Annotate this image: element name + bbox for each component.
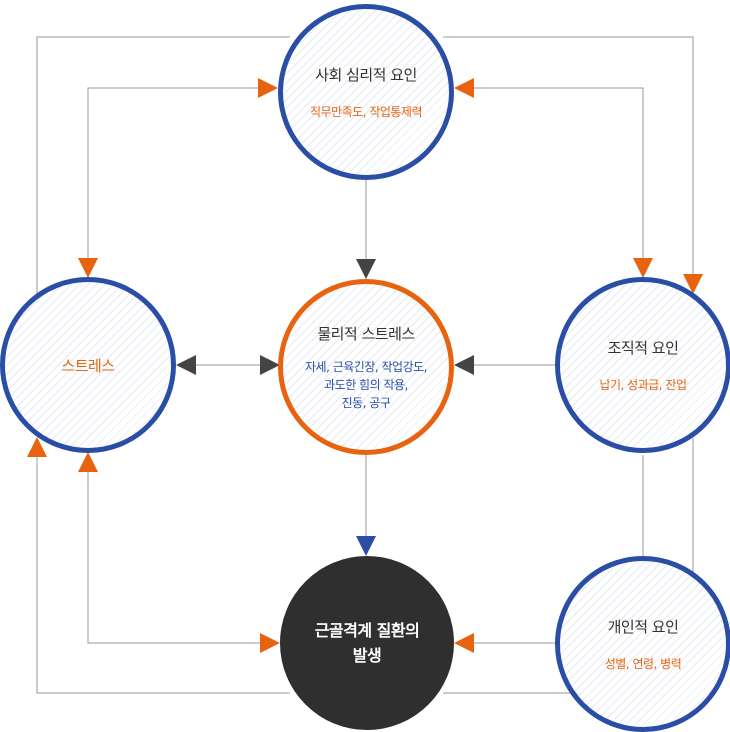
connector-outer-bottom bbox=[36, 457, 290, 694]
node-title: 개인적 요인 bbox=[607, 618, 679, 636]
node-title-line: 근골격계 질환의 bbox=[314, 621, 420, 640]
node-factors-line: 진동, 공구 bbox=[341, 395, 391, 410]
node-physical-stress: 물리적 스트레스 자세, 근육긴장, 작업강도, 과도한 힘의 작용, 진동, … bbox=[278, 279, 454, 455]
connector-stress-outcome bbox=[87, 470, 262, 644]
node-organizational: 조직적 요인 납기, 성과급, 잔업 bbox=[555, 277, 730, 453]
node-factors-line: 자세, 근육긴장, 작업강도, bbox=[305, 359, 427, 374]
arrow-orange bbox=[78, 258, 98, 278]
connector-outer-top-left bbox=[36, 36, 290, 295]
arrow-gray bbox=[260, 355, 280, 375]
node-title: 물리적 스트레스 bbox=[317, 324, 415, 343]
arrow-orange bbox=[683, 274, 703, 294]
arrow-orange bbox=[258, 78, 278, 98]
arrow-orange bbox=[454, 78, 474, 98]
arrow-gray bbox=[356, 259, 376, 279]
node-factors-line: 과도한 힘의 작용, bbox=[324, 377, 408, 392]
arrow-blue bbox=[356, 536, 376, 556]
arrow-orange bbox=[78, 452, 98, 472]
node-social-psychological: 사회 심리적 요인 직무만족도, 작업통제력 bbox=[278, 4, 454, 180]
arrow-orange bbox=[633, 258, 653, 278]
node-individual: 개인적 요인 성별, 연령, 병력 bbox=[555, 556, 730, 732]
arrow-orange bbox=[260, 633, 280, 653]
node-factors: 성별, 연령, 병력 bbox=[604, 657, 682, 671]
arrow-gray bbox=[176, 355, 196, 375]
node-title-line: 발생 bbox=[352, 646, 382, 665]
node-stress: 스트레스 bbox=[0, 277, 176, 453]
node-factors: 납기, 성과급, 잔업 bbox=[599, 378, 687, 392]
arrow-orange bbox=[27, 437, 47, 457]
node-factors: 직무만족도, 작업통제력 bbox=[309, 105, 423, 119]
node-title: 조직적 요인 bbox=[607, 339, 679, 357]
connector-inner-top-left bbox=[87, 87, 262, 262]
connector-inner-top-right bbox=[474, 87, 644, 262]
arrow-orange bbox=[454, 633, 474, 653]
arrow-gray bbox=[454, 355, 474, 375]
node-outcome: 근골격계 질환의 발생 bbox=[280, 556, 454, 730]
node-factors: 자세, 근육긴장, 작업강도, 과도한 힘의 작용, 진동, 공구 bbox=[305, 358, 427, 412]
node-title: 스트레스 bbox=[61, 356, 115, 375]
node-title: 사회 심리적 요인 bbox=[315, 66, 417, 84]
connector-outer-top-right bbox=[443, 36, 694, 275]
